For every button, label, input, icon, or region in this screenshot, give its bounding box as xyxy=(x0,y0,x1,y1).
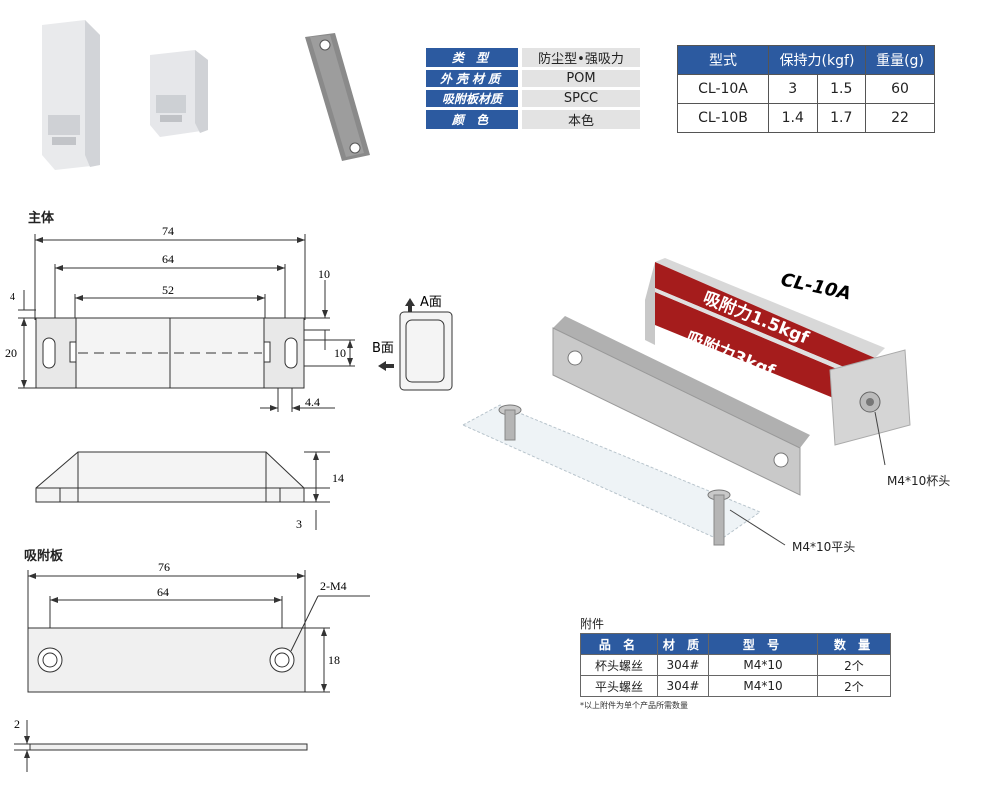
acc-cell: 2个 xyxy=(817,654,891,676)
dim-64: 64 xyxy=(162,252,174,266)
plate-drawing: 76 64 2-M4 18 2 xyxy=(14,560,370,772)
model-row: CL-10A 3 1.5 60 xyxy=(677,74,935,104)
plate-dim-76: 76 xyxy=(158,560,170,574)
glass-plate xyxy=(461,404,762,541)
dim-20: 20 xyxy=(5,346,17,360)
spec-key: 吸附板材质 xyxy=(426,90,518,107)
acc-header-row: 品 名 材 质 型 号 数 量 xyxy=(580,633,891,655)
acc-cell: 2个 xyxy=(817,675,891,697)
acc-cell: 平头螺丝 xyxy=(580,675,658,697)
section-heading-body: 主体 xyxy=(28,211,55,226)
plate-dim-2: 2 xyxy=(14,717,20,731)
spec-value: 本色 xyxy=(522,110,640,129)
weight-cell: 60 xyxy=(865,74,935,104)
screw-icon xyxy=(707,489,731,546)
callout-screw-cup: M4*10杯头 xyxy=(887,474,951,488)
plate-photo xyxy=(305,33,370,161)
spec-row: 颜 色本色 xyxy=(426,110,640,129)
plate-dim-m4: 2-M4 xyxy=(320,579,347,593)
accessories-table: 品 名 材 质 型 号 数 量 杯头螺丝 304# M4*10 2个 平头螺丝 … xyxy=(580,633,891,697)
force-b-cell: 1.5 xyxy=(816,74,866,104)
plate-dim-64: 64 xyxy=(157,585,169,599)
acc-row: 杯头螺丝 304# M4*10 2个 xyxy=(580,654,891,676)
dim-3: 3 xyxy=(296,517,302,531)
force-b-cell: 1.7 xyxy=(816,103,866,133)
acc-cell: 杯头螺丝 xyxy=(580,654,658,676)
model-header: 型式 xyxy=(677,45,769,75)
model-row: CL-10B 1.4 1.7 22 xyxy=(677,103,935,133)
model-header-row: 型式 保持力(kgf) 重量(g) xyxy=(677,45,935,75)
spec-key: 类 型 xyxy=(426,48,518,67)
model-cell: CL-10B xyxy=(677,103,769,133)
spec-key: 颜 色 xyxy=(426,110,518,129)
spec-value: POM xyxy=(522,70,640,87)
dim-4: 4 xyxy=(10,292,15,303)
acc-cell: M4*10 xyxy=(708,654,818,676)
body-photo-short xyxy=(150,50,208,137)
plate-dim-18: 18 xyxy=(328,653,340,667)
accessories-note: *以上附件为单个产品所需数量 xyxy=(580,701,688,710)
accessories-title: 附件 xyxy=(580,617,605,631)
acc-cell: M4*10 xyxy=(708,675,818,697)
force-a-cell: 1.4 xyxy=(768,103,818,133)
spec-key: 外壳材质 xyxy=(426,70,518,87)
dim-4-4: 4.4 xyxy=(305,395,320,409)
dim-52: 52 xyxy=(162,283,174,297)
screw-icon xyxy=(498,404,522,441)
acc-header: 数 量 xyxy=(817,633,891,655)
dim-74: 74 xyxy=(162,224,174,238)
face-b-label: B面 xyxy=(372,341,394,356)
acc-header: 型 号 xyxy=(708,633,818,655)
body-drawing: 74 64 52 10 20 10 4 4.4 14 3 A面 B面 xyxy=(5,224,453,531)
face-a-label: A面 xyxy=(420,295,442,310)
acc-row: 平头螺丝 304# M4*10 2个 xyxy=(580,675,891,697)
force-a-cell: 3 xyxy=(768,74,818,104)
force-header: 保持力(kgf) xyxy=(768,45,866,75)
section-heading-plate: 吸附板 xyxy=(24,549,64,564)
spec-value: SPCC xyxy=(522,90,640,107)
product-render: 吸附力1.5kgf 吸附力3kgf CL-10A xyxy=(461,258,911,546)
spec-row: 类 型防尘型•强吸力 xyxy=(426,48,640,67)
render-model-label: CL-10A xyxy=(779,269,853,304)
model-cell: CL-10A xyxy=(677,74,769,104)
callout-screw-flat: M4*10平头 xyxy=(792,540,856,554)
weight-cell: 22 xyxy=(865,103,935,133)
acc-cell: 304# xyxy=(657,675,709,697)
acc-cell: 304# xyxy=(657,654,709,676)
spec-value: 防尘型•强吸力 xyxy=(522,48,640,67)
model-table: 型式 保持力(kgf) 重量(g) CL-10A 3 1.5 60 CL-10B… xyxy=(677,45,935,133)
metal-plate xyxy=(553,316,810,448)
acc-header: 材 质 xyxy=(657,633,709,655)
dim-10-side: 10 xyxy=(334,346,346,360)
acc-header: 品 名 xyxy=(580,633,658,655)
dim-10-top: 10 xyxy=(318,267,330,281)
dim-14: 14 xyxy=(332,471,344,485)
product-photos xyxy=(42,20,370,170)
weight-header: 重量(g) xyxy=(865,45,935,75)
body-photo-tall xyxy=(42,20,100,170)
